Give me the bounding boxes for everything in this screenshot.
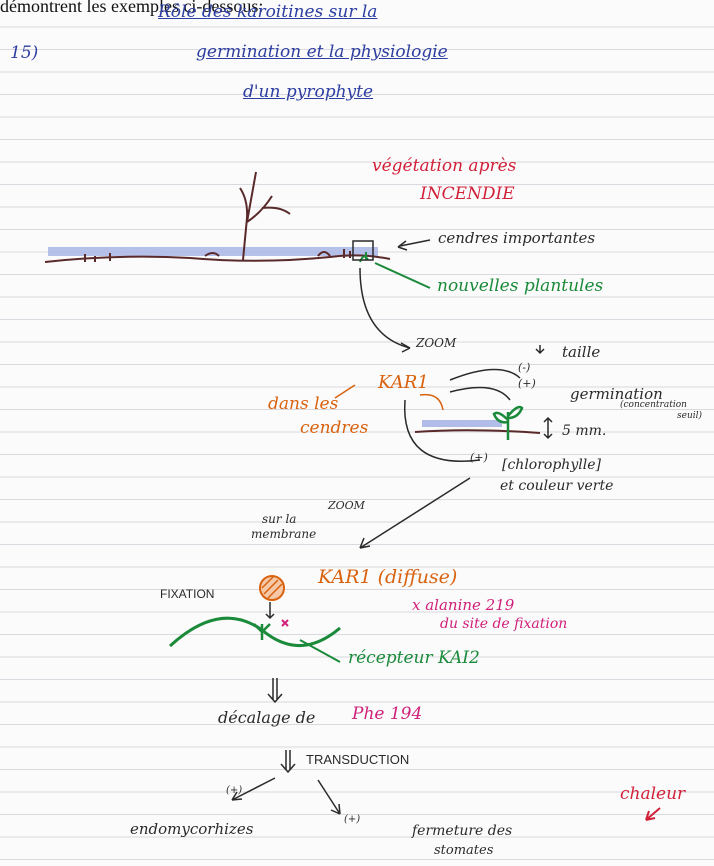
chaleur-label: chaleur [620,786,685,803]
arrow-5mm [544,418,552,438]
fixation-label: FIXATION [160,588,214,600]
arrow-chaleur [646,808,660,820]
mm-label: 5 mm. [562,424,606,438]
alanine-cross [282,620,288,626]
membrane-label: membrane [251,528,316,540]
fermeture-label: fermeture des [412,824,512,838]
receptor-kai2-shape [254,624,270,640]
zoom-label-1: ZOOM [416,337,456,349]
recepteur-label: récepteur KAI2 [348,650,480,667]
zoom-arrow-2 [360,478,470,548]
stomates-label: stomates [434,844,493,857]
burnt-tree [240,172,290,260]
arrow-fixation [266,602,274,618]
kar1-molecule [260,576,284,600]
arrow-orange-cendres [420,395,443,410]
dans-les-label: dans les [268,396,338,413]
alanine-label-2: du site de fixation [440,617,567,631]
vegetation-label: végétation après [372,158,516,175]
plus-label-2: (+) [470,452,488,463]
taille-label: taille [562,345,600,360]
plus-label-4: (+) [344,815,360,825]
alanine-label-1: x alanine 219 [412,598,514,613]
kar1-diffuse-label: KAR1 (diffuse) [318,568,457,587]
double-arrow-1 [268,678,282,702]
ash-layer-zoom [422,420,502,427]
arrow-recepteur [300,640,340,662]
chlorophylle-label: [chlorophylle] [502,458,601,472]
double-arrow-2 [281,750,295,772]
cendres-label: cendres importantes [438,231,595,246]
zoom-label-2: ZOOM [328,500,365,511]
decalage-label: décalage de [218,710,315,726]
minus-label: (-) [518,362,530,373]
arrow-kar1-germination [450,388,510,401]
incendie-label: INCENDIE [420,186,515,203]
transduction-label: TRANSDUCTION [306,753,409,766]
membrane-wave [170,618,340,646]
arrow-kar1-taille [450,369,520,380]
plantules-label: nouvelles plantules [437,278,603,295]
seuil-label: seuil) [677,412,702,421]
plus-label-1: (+) [518,378,536,389]
phe-label: Phe 194 [352,706,422,723]
plus-label-3: (+) [226,786,242,796]
zoom-arrow-1 [360,268,410,348]
sur-la-label: sur la [262,513,296,525]
cendres2-label: cendres [300,420,368,437]
arrow-taille [536,345,544,353]
arrow-plantules [375,263,430,288]
zoom-arrow-1-head [401,343,410,352]
ground-zoom [415,430,540,433]
endomycorhizes-label: endomycorhizes [130,822,253,837]
arrow-fermeture [318,780,340,814]
kar1-label: KAR1 [378,374,429,392]
concentration-label: (concentration [620,401,687,410]
couleur-label: et couleur verte [500,479,613,493]
ground-line [45,255,390,262]
